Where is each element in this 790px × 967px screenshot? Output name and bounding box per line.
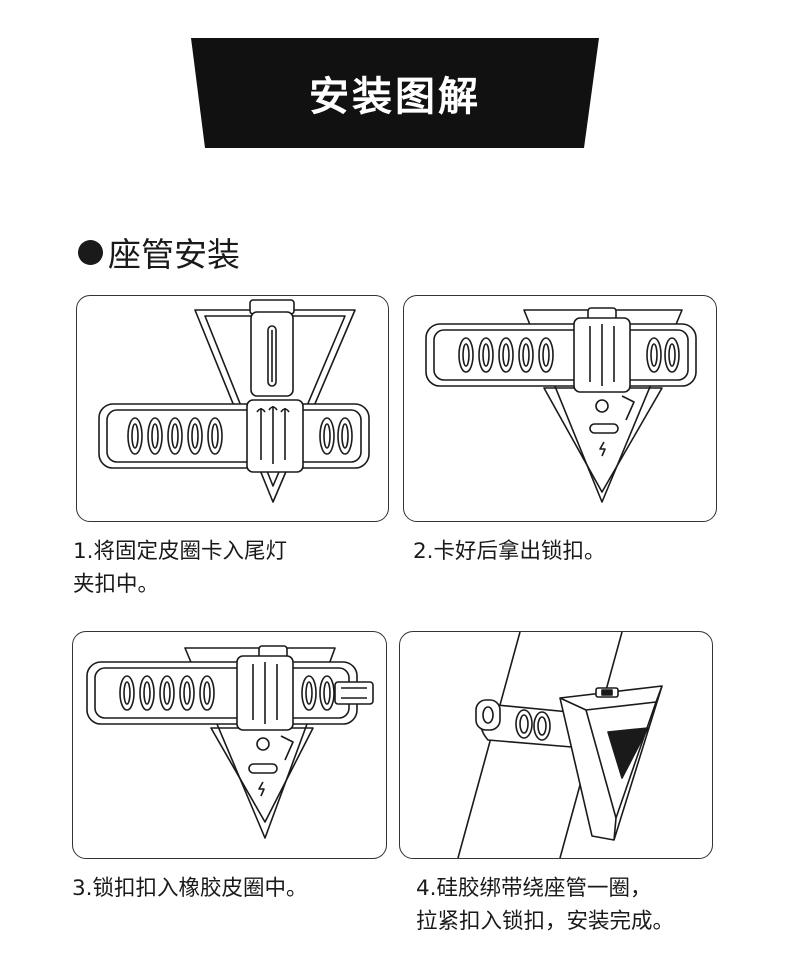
buckle-hook-illustration-icon bbox=[86, 645, 374, 839]
step-2-caption: 2.卡好后拿出锁扣。 bbox=[413, 535, 713, 568]
section-heading: 座管安装 bbox=[78, 228, 240, 276]
step-3-panel bbox=[72, 631, 387, 859]
step-4-caption: 4.硅胶绑带绕座管一圈， 拉紧扣入锁扣，安装完成。 bbox=[416, 872, 756, 938]
step-3-caption-line1: 3.锁扣扣入橡胶皮圈中。 bbox=[72, 876, 308, 901]
step-1-caption-line2: 夹扣中。 bbox=[73, 572, 160, 597]
step-4-panel bbox=[399, 631, 713, 859]
banner-title: 安装图解 bbox=[309, 74, 481, 120]
taillight-band-insert-illustration-icon bbox=[98, 299, 370, 503]
step-4-caption-line2: 拉紧扣入锁扣，安装完成。 bbox=[416, 909, 675, 934]
step-3-caption: 3.锁扣扣入橡胶皮圈中。 bbox=[72, 872, 392, 905]
step-1-caption: 1.将固定皮圈卡入尾灯 夹扣中。 bbox=[73, 535, 363, 601]
step-4-caption-line1: 4.硅胶绑带绕座管一圈， bbox=[416, 876, 652, 901]
banner-background bbox=[191, 38, 599, 148]
bullet-dot-icon bbox=[78, 239, 103, 265]
taillight-band-fitted-illustration-icon bbox=[425, 307, 697, 503]
section-heading-text: 座管安装 bbox=[108, 235, 240, 274]
mounted-on-seatpost-illustration-icon bbox=[457, 632, 663, 858]
step-2-panel bbox=[403, 295, 717, 522]
title-banner: 安装图解 bbox=[191, 38, 599, 148]
step-1-caption-line1: 1.将固定皮圈卡入尾灯 bbox=[73, 539, 288, 564]
step-2-caption-line1: 2.卡好后拿出锁扣。 bbox=[413, 539, 606, 564]
step-1-panel bbox=[76, 295, 389, 522]
